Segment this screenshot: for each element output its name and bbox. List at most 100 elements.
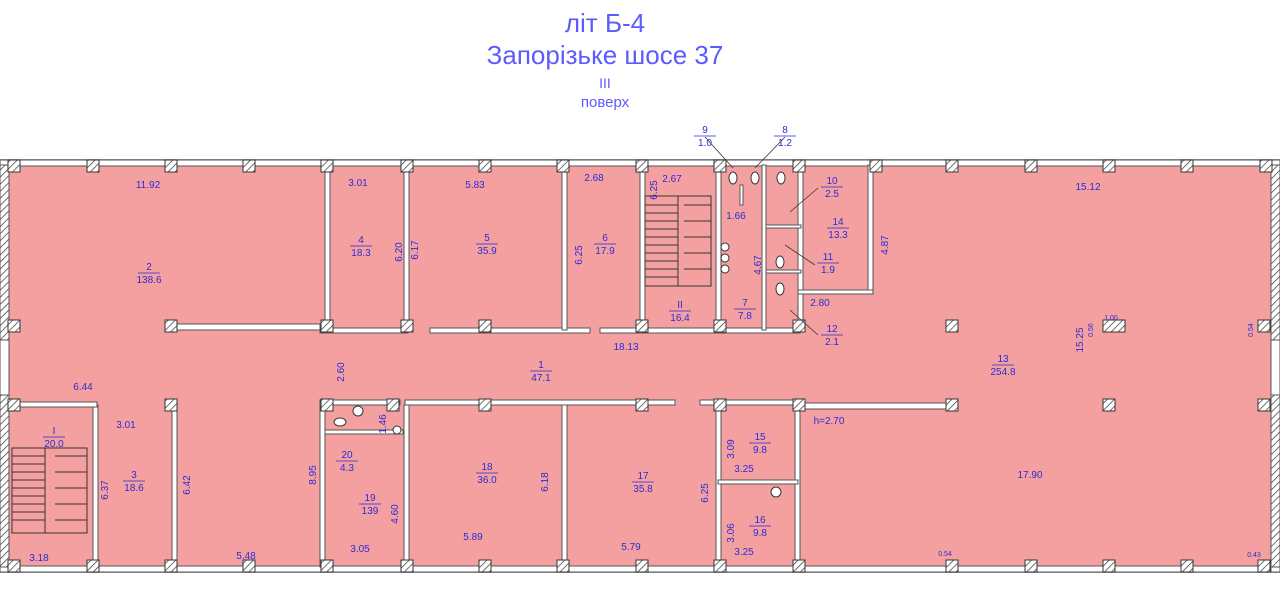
room-label-r18: 18 36.0 bbox=[476, 462, 498, 486]
dimension-label: 6.25 bbox=[649, 180, 660, 200]
dimension-label: 2.67 bbox=[662, 174, 682, 185]
room-area: 13.3 bbox=[828, 230, 848, 241]
room-labels: 147.12138.6318.6418.3535.9617.977.881.29… bbox=[43, 125, 1016, 539]
room-number: 13 bbox=[997, 354, 1009, 365]
room-label-r8: 81.2 bbox=[774, 125, 796, 149]
room-area: 2.1 bbox=[825, 337, 839, 348]
room-area: 35.8 bbox=[633, 484, 653, 495]
dimension-label: 4.67 bbox=[753, 255, 764, 275]
dimension-label: 1.66 bbox=[726, 211, 746, 222]
room-label-r11: 111.9 bbox=[817, 252, 839, 276]
dimension-label: 3.01 bbox=[116, 420, 136, 431]
dimension-label: 2.68 bbox=[584, 173, 604, 184]
floor-roman: III bbox=[599, 75, 611, 91]
room-label-r1: 147.1 bbox=[530, 360, 552, 384]
leader-line bbox=[784, 244, 816, 266]
staircase-i bbox=[11, 447, 88, 534]
leader-line bbox=[789, 309, 819, 336]
plan-title: літ Б-4 bbox=[564, 8, 646, 38]
dimension-label: 3.09 bbox=[726, 439, 737, 459]
room-number: 15 bbox=[754, 432, 766, 443]
room-number: I bbox=[53, 426, 56, 437]
dimension-label: 3.06 bbox=[726, 523, 737, 543]
room-area: 139 bbox=[362, 506, 379, 517]
dimension-label: 6.42 bbox=[182, 475, 193, 495]
dimension-label: 5.83 bbox=[465, 180, 485, 191]
dimension-label: 0.56 bbox=[1088, 323, 1095, 337]
room-area: 7.8 bbox=[738, 311, 752, 322]
dimension-label: 15.25 bbox=[1075, 327, 1086, 352]
leader-line bbox=[789, 187, 819, 213]
dimension-label: 0.54 bbox=[1248, 323, 1255, 337]
dimension-label: 6.25 bbox=[574, 245, 585, 265]
room-area: 47.1 bbox=[531, 373, 551, 384]
dimension-label: 11.92 bbox=[136, 180, 161, 191]
room-number: 17 bbox=[637, 471, 649, 482]
room-label-rI: I 20.0 bbox=[43, 426, 65, 450]
room-number: 19 bbox=[364, 493, 376, 504]
room-area: 254.8 bbox=[990, 367, 1015, 378]
dimension-label: 3.25 bbox=[734, 547, 754, 558]
floor-word: поверх bbox=[580, 94, 630, 111]
room-number: 16 bbox=[754, 515, 766, 526]
columns bbox=[7, 159, 1273, 573]
dimension-label: 2.60 bbox=[336, 362, 347, 382]
room-area: 20.0 bbox=[44, 439, 64, 450]
room-area: 9.8 bbox=[753, 445, 767, 456]
room-label-r13: 13 254.8 bbox=[990, 354, 1015, 378]
room-label-r5: 535.9 bbox=[476, 233, 498, 257]
dimension-label: 3.05 bbox=[350, 544, 370, 555]
room-label-r20: 204.3 bbox=[336, 450, 358, 474]
dimension-label: 2.80 bbox=[810, 298, 830, 309]
leader-line bbox=[754, 136, 786, 169]
room-area: 2.5 bbox=[825, 189, 839, 200]
dimension-label: 18.13 bbox=[613, 342, 638, 353]
dimension-label: 6.20 bbox=[394, 242, 405, 262]
dimension-label: 3.25 bbox=[734, 464, 754, 475]
dimension-label: 1.46 bbox=[378, 414, 389, 434]
dimension-label: 3.18 bbox=[29, 553, 49, 564]
dimension-label: 6.25 bbox=[700, 483, 711, 503]
leader-line bbox=[704, 136, 734, 169]
room-area: 35.9 bbox=[477, 246, 497, 257]
room-label-r15: 159.8 bbox=[749, 432, 771, 456]
room-number: 8 bbox=[782, 125, 788, 136]
dimension-label: 1.00 bbox=[1104, 315, 1118, 322]
room-number: 1 bbox=[538, 360, 544, 371]
room-label-rII: II 16.4 bbox=[669, 300, 691, 324]
room-number: 18 bbox=[481, 462, 493, 473]
room-label-r6: 617.9 bbox=[594, 233, 616, 257]
dimension-label: 0.43 bbox=[1247, 552, 1261, 559]
room-label-r3: 318.6 bbox=[123, 470, 145, 494]
room-number: 10 bbox=[826, 176, 838, 187]
room-label-r4: 418.3 bbox=[350, 235, 372, 259]
dimension-label: 8.95 bbox=[308, 465, 319, 485]
room-area: 17.9 bbox=[595, 246, 615, 257]
room-area: 16.4 bbox=[670, 313, 690, 324]
dimension-label: 3.01 bbox=[348, 178, 368, 189]
room-number: 3 bbox=[131, 470, 137, 481]
room-area: 4.3 bbox=[340, 463, 354, 474]
dimension-label: 0.54 bbox=[938, 551, 952, 558]
dimension-label: 5.79 bbox=[621, 542, 641, 553]
dimension-label: 6.44 bbox=[73, 382, 93, 393]
room-label-r7: 77.8 bbox=[734, 298, 756, 322]
room-number: 12 bbox=[826, 324, 838, 335]
room-number: 11 bbox=[823, 252, 834, 263]
sanitary-fixtures bbox=[333, 171, 786, 498]
room-area: 9.8 bbox=[753, 528, 767, 539]
room-area: 1.2 bbox=[778, 138, 792, 149]
room-area: 138.6 bbox=[136, 275, 161, 286]
plan-address: Запорізьке шосе 37 bbox=[486, 40, 724, 70]
dimension-label: 6.37 bbox=[100, 480, 111, 500]
room-area: 36.0 bbox=[477, 475, 497, 486]
room-label-r12: 122.1 bbox=[821, 324, 843, 348]
room-number: II bbox=[677, 300, 683, 311]
dimension-label: 15.12 bbox=[1075, 182, 1100, 193]
dimension-label: 6.17 bbox=[410, 240, 421, 260]
dimension-label: 5.48 bbox=[236, 551, 256, 562]
room-label-r17: 17 35.8 bbox=[632, 471, 654, 495]
